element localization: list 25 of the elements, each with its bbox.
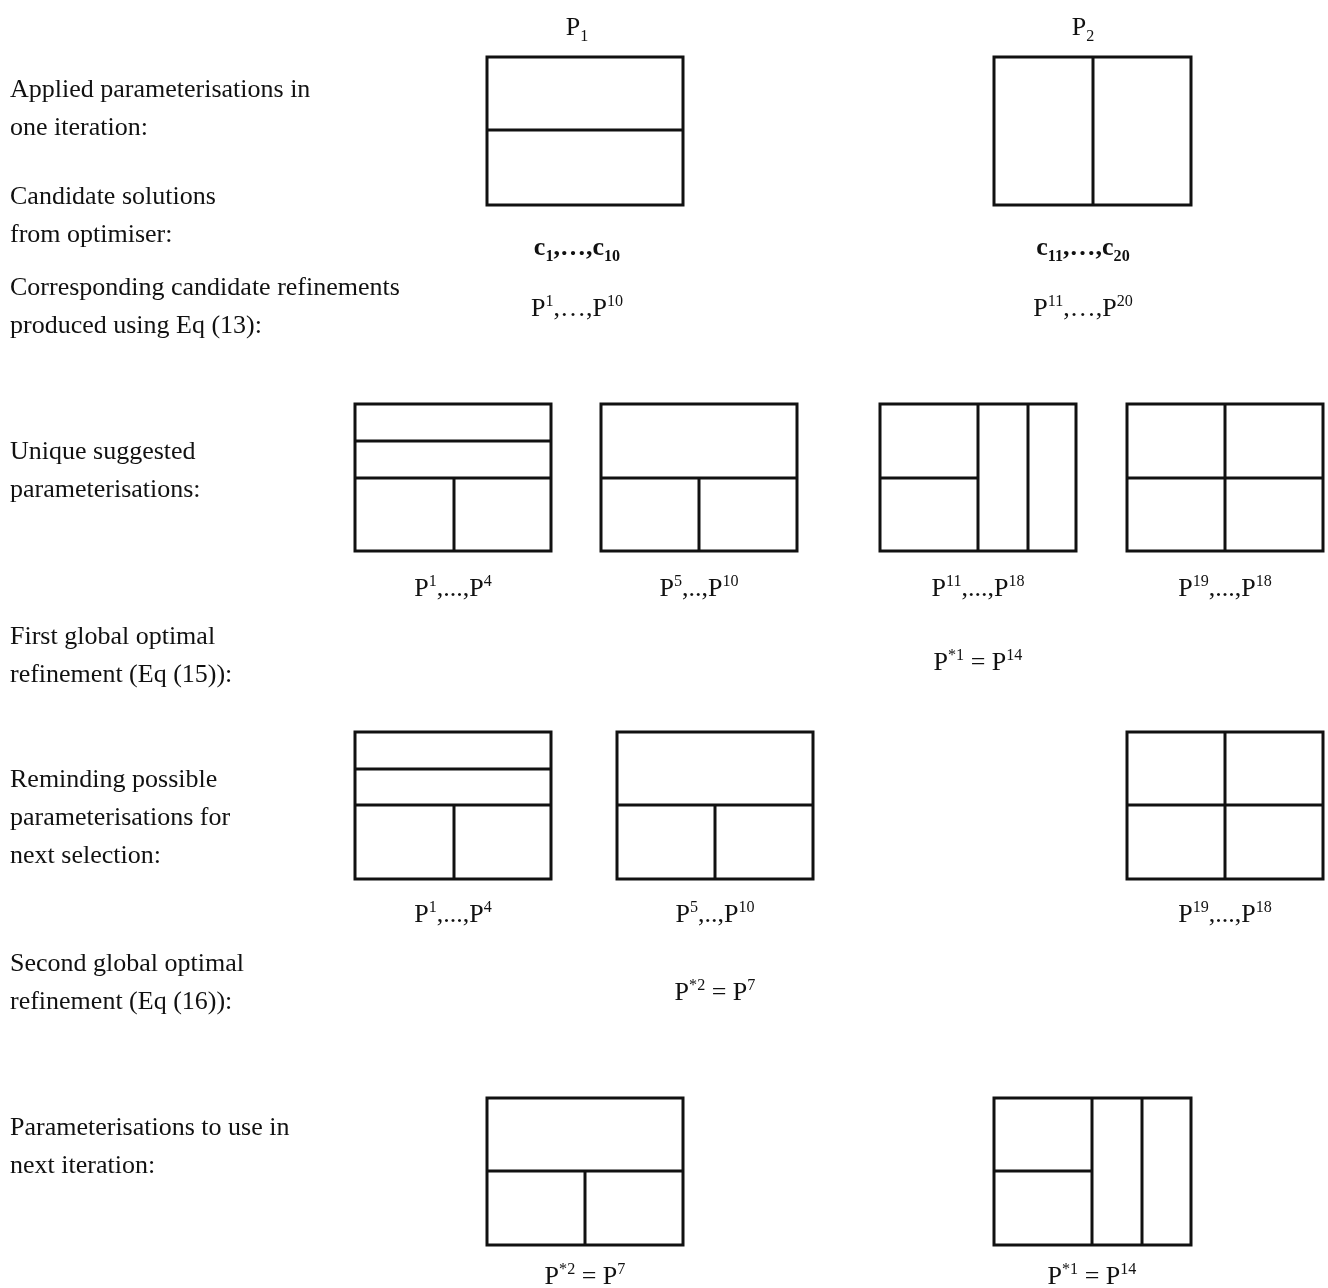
refinement-label: P$^{1}$,…,P$^{10}$	[530, 291, 624, 324]
optimal-refinement: P$^{*2}$ = P$^{7}$	[544, 1259, 626, 1288]
candidate-solutions: c$_{11}$,…,c$_{20}$	[1036, 231, 1130, 267]
row-heading: Second global optimal refinement (Eq (16)):	[10, 947, 245, 1017]
row-heading: Reminding possible parameterisations for next selection:	[10, 763, 232, 871]
candidate-solutions: c$_{1}$,…,c$_{10}$	[533, 231, 621, 267]
parameterisation-label: P$^{5}$,..,P$^{10}$	[659, 571, 739, 604]
row-heading: Applied parameterisations in one iteration:	[10, 73, 312, 143]
parameterisation-label: P$^{11}$,...,P$^{18}$	[931, 571, 1025, 604]
row-heading: Parameterisations to use in next iteration:	[10, 1111, 291, 1181]
optimal-refinement: P$^{*1}$ = P$^{14}$	[933, 645, 1023, 678]
optimal-refinement: P$^{*1}$ = P$^{14}$	[1047, 1259, 1137, 1288]
row-heading: First global optimal refinement (Eq (15)):	[10, 620, 234, 690]
row-heading: Candidate solutions from optimiser:	[10, 180, 217, 250]
parameterisation-label: P$^{5}$,..,P$^{10}$	[675, 897, 755, 930]
optimal-refinement: P$^{*2}$ = P$^{7}$	[674, 975, 756, 1008]
parameterisation-label: P$^{1}$,...,P$^{4}$	[414, 571, 492, 604]
parameterisation-label: P$^{1}$,...,P$^{4}$	[414, 897, 492, 930]
parameterisation-label: P$^{19}$,...,P$^{18}$	[1178, 897, 1272, 930]
row-heading: Unique suggested parameterisations:	[10, 435, 202, 505]
refinement-label: P$^{11}$,…,P$^{20}$	[1033, 291, 1133, 324]
row-heading: Corresponding candidate refinements produced using Eq (13):	[10, 271, 401, 341]
partition-title: P$_{2}$	[1071, 11, 1095, 47]
parameterisation-label: P$^{19}$,...,P$^{18}$	[1178, 571, 1272, 604]
partition-title: P$_{1}$	[565, 11, 589, 47]
